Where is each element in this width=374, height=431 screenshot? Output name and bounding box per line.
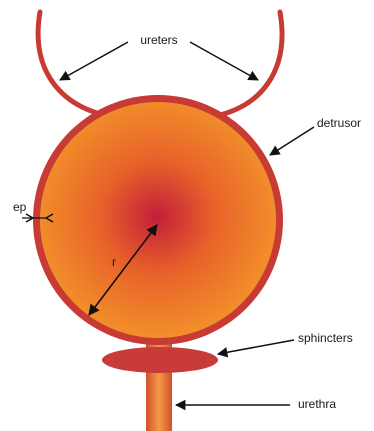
ureters-arrow-left bbox=[60, 42, 128, 80]
ep-label: ep bbox=[13, 200, 27, 214]
urethra-label: urethra bbox=[298, 397, 336, 411]
sphincters-arrow bbox=[218, 340, 294, 354]
radius-label: r bbox=[112, 255, 116, 269]
detrusor-arrow bbox=[270, 127, 314, 155]
ureters-label: ureters bbox=[140, 33, 177, 47]
bladder-lumen bbox=[40, 102, 276, 338]
detrusor-label: detrusor bbox=[317, 116, 361, 130]
sphincter-disk bbox=[102, 347, 218, 373]
ureters-arrow-right bbox=[190, 42, 258, 80]
sphincters-label: sphincters bbox=[298, 331, 353, 345]
